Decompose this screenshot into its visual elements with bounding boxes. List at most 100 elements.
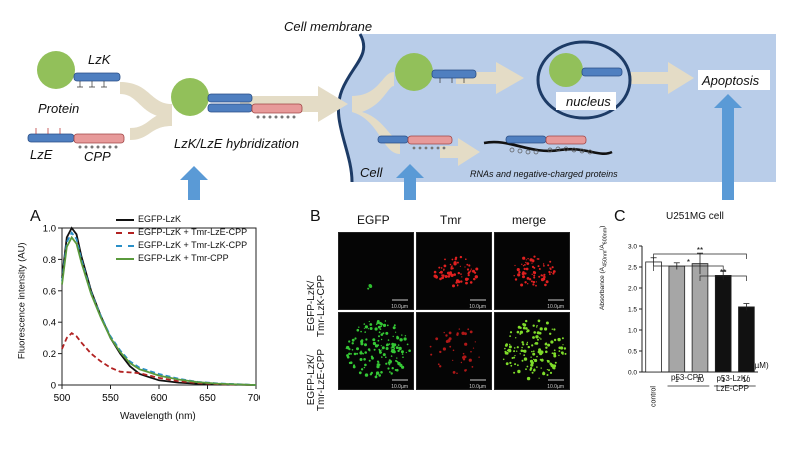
- flow-arrow-4: [440, 138, 480, 166]
- cell-label: Cell: [360, 165, 383, 180]
- merge-speckle: [514, 363, 517, 366]
- merge-speckle: [505, 362, 509, 366]
- egfp-speckle: [401, 334, 403, 336]
- egfp-speckle: [374, 344, 379, 348]
- egfp-speckle: [391, 345, 395, 349]
- egfp-speckle: [392, 335, 394, 338]
- tmr-speckle: [471, 366, 474, 368]
- merge-speckle: [522, 323, 525, 326]
- tmr-speckle: [478, 356, 480, 358]
- egfp-speckle: [386, 343, 389, 347]
- egfp-speckle: [382, 323, 387, 327]
- egfp-speckle: [363, 327, 365, 329]
- scale-bar-label: 10.0µm: [391, 384, 408, 390]
- panel-a-ylabel: Fluorescence intensity (AU): [16, 242, 28, 360]
- merge-speckle: [550, 271, 552, 273]
- legend-label: EGFP-LzK: [138, 214, 182, 224]
- egfp-speckle: [380, 325, 382, 328]
- tmr-speckle: [443, 268, 445, 271]
- egfp-speckle: [364, 351, 367, 354]
- plot-frame: [61, 227, 257, 386]
- egfp-speckle: [363, 358, 366, 361]
- egfp-speckle: [353, 352, 357, 356]
- egfp-speckle: [350, 353, 352, 355]
- col-header-egfp: EGFP: [357, 213, 390, 227]
- merge-speckle: [509, 346, 511, 348]
- merge-speckle: [553, 349, 556, 352]
- panel-c-ylabel: Absorbance (A450nm/A600nm): [599, 225, 609, 310]
- merge-speckle: [525, 327, 528, 330]
- tmr-speckle: [460, 361, 463, 364]
- merge-speckle: [532, 259, 535, 262]
- merge-speckle: [523, 349, 527, 353]
- merge-speckle: [513, 275, 515, 277]
- egfp-speckle: [382, 353, 386, 357]
- merge-speckle: [536, 331, 540, 335]
- x-tick-label: 650: [199, 393, 216, 404]
- tmr-speckle: [443, 264, 447, 268]
- egfp-speckle: [380, 371, 383, 374]
- lze-rod: [27, 133, 75, 143]
- egfp-speckle: [397, 349, 400, 353]
- tmr-speckle: [439, 350, 442, 354]
- merge-speckle: [535, 281, 537, 283]
- y-tick-label: 0.6: [43, 286, 56, 297]
- merge-speckle: [548, 369, 550, 372]
- tmr-speckle: [456, 372, 458, 375]
- merge-speckle: [539, 327, 543, 331]
- category-label: 10: [743, 377, 751, 384]
- tmr-speckle: [468, 264, 471, 267]
- merge-speckle: [527, 283, 529, 285]
- merge-speckle: [526, 343, 528, 346]
- y-tick-label: 1.0: [43, 224, 56, 235]
- egfp-speckle: [368, 284, 372, 288]
- egfp-speckle: [406, 343, 409, 346]
- tmr-speckle: [439, 270, 443, 274]
- merge-speckle: [545, 346, 548, 349]
- tmr-speckle: [449, 345, 452, 348]
- tmr-speckle: [473, 270, 475, 272]
- nucleus-label: nucleus: [566, 94, 611, 109]
- egfp-speckle: [390, 347, 392, 349]
- panel-a-label: A: [30, 208, 41, 225]
- legend-label: EGFP-LzK + Tmr-LzK-CPP: [138, 240, 248, 250]
- significance-bracket: [653, 253, 747, 259]
- egfp-speckle: [392, 326, 396, 330]
- egfp-speckle: [392, 350, 396, 354]
- merge-speckle: [544, 327, 548, 331]
- legend-label: EGFP-LzK + Tmr-LzE-CPP: [138, 227, 248, 237]
- flow-arrow-3: [630, 62, 694, 94]
- egfp-speckle: [374, 375, 378, 379]
- merge-speckle: [526, 277, 530, 280]
- tmr-speckle: [452, 359, 454, 361]
- hybridization-label: LzK/LzE hybridization: [174, 136, 300, 151]
- merge-speckle: [517, 325, 521, 329]
- tmr-speckle: [448, 331, 452, 335]
- egfp-speckle: [378, 349, 382, 353]
- tmr-speckle: [466, 268, 470, 271]
- egfp-speckle: [354, 337, 357, 340]
- merge-speckle: [551, 266, 554, 269]
- merge-speckle: [542, 371, 545, 374]
- tmr-speckle: [469, 330, 473, 334]
- merge-arrow-bottom: [130, 112, 172, 140]
- egfp-speckle: [390, 372, 393, 375]
- tmr-speckle: [466, 277, 469, 281]
- merge-speckle: [513, 356, 516, 359]
- merge-speckle: [558, 350, 561, 352]
- egfp-speckle: [361, 342, 364, 344]
- egfp-speckle: [390, 355, 393, 357]
- egfp-speckle: [394, 369, 397, 371]
- merge-speckle: [543, 265, 545, 267]
- apoptosis-label: Apoptosis: [702, 73, 760, 88]
- tmr-speckle: [465, 258, 467, 260]
- merge-speckle: [530, 280, 533, 283]
- cpp-beads: [78, 145, 118, 149]
- merge-speckle: [520, 283, 524, 287]
- egfp-speckle: [404, 335, 407, 337]
- egfp-speckle: [385, 362, 388, 365]
- merge-speckle: [560, 346, 564, 350]
- tmr-speckle: [451, 265, 453, 267]
- merge-speckle: [521, 341, 524, 344]
